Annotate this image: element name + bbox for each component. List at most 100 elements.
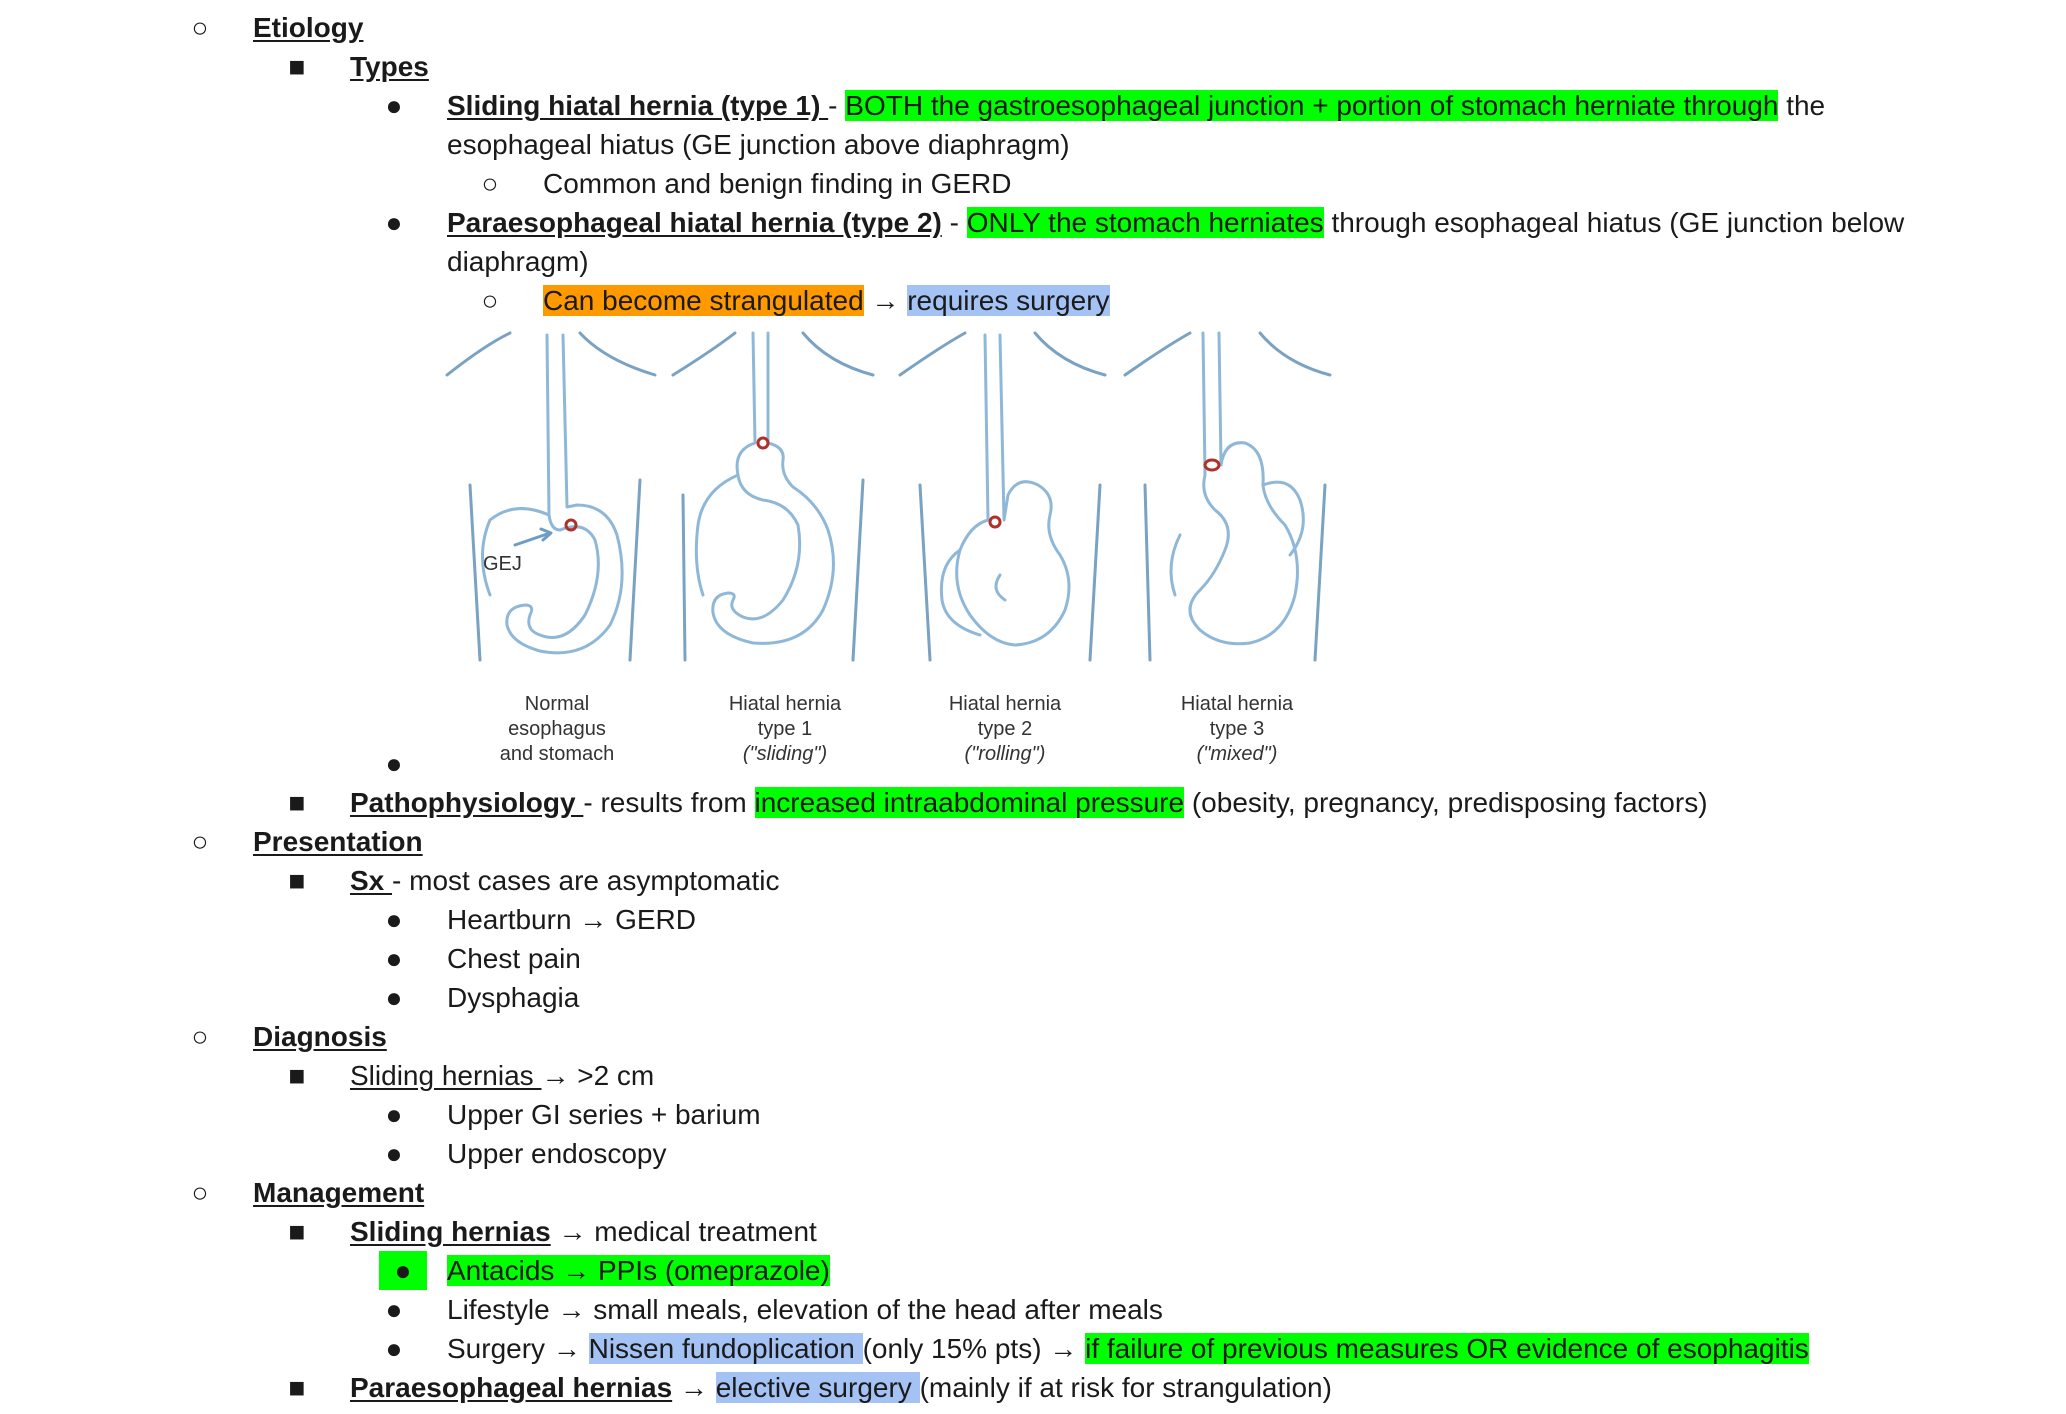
text-run: Lifestyle → small meals, elevation of th… bbox=[447, 1294, 1163, 1325]
panel-type1-sliding bbox=[671, 331, 875, 662]
text-run: Can become strangulated bbox=[543, 285, 864, 316]
list-bullet: ○ bbox=[481, 168, 499, 199]
text-run: Common and benign finding in GERD bbox=[543, 168, 1012, 199]
caption-line: type 3 bbox=[1210, 718, 1264, 740]
list-bullet: ■ bbox=[288, 51, 306, 82]
text-run: → medical treatment bbox=[550, 1216, 817, 1247]
line-text: Sliding hernias → >2 cm bbox=[350, 1056, 654, 1095]
text-run: BOTH the gastroesophageal junction + por… bbox=[845, 90, 1779, 121]
text-run: → >2 cm bbox=[541, 1060, 655, 1091]
panel-type2-rolling bbox=[898, 331, 1107, 662]
list-bullet: ● bbox=[379, 1251, 427, 1290]
text-run: the bbox=[1778, 90, 1826, 121]
text-run: through esophageal hiatus (GE junction b… bbox=[1323, 207, 1905, 238]
line-text: Paraesophageal hernias → elective surger… bbox=[350, 1368, 1332, 1407]
list-bullet: ■ bbox=[288, 1216, 306, 1247]
text-run: increased intraabdominal pressure bbox=[754, 787, 1185, 818]
list-bullet: ○ bbox=[191, 1021, 209, 1052]
line-text: Lifestyle → small meals, elevation of th… bbox=[447, 1290, 1163, 1329]
text-run: - bbox=[828, 90, 846, 121]
line-text: Surgery → Nissen fundoplication (only 15… bbox=[447, 1329, 1809, 1368]
list-bullet: ■ bbox=[288, 1372, 306, 1403]
list-bullet: ■ bbox=[288, 865, 306, 896]
text-run: Upper GI series + barium bbox=[447, 1099, 761, 1130]
gej-label: GEJ bbox=[483, 553, 522, 575]
figure-captions: Normal esophagus and stomach Hiatal hernia t… bbox=[500, 693, 1294, 765]
line-text: Sx - most cases are asymptomatic bbox=[350, 861, 779, 900]
line-text: Dysphagia bbox=[447, 978, 579, 1017]
list-bullet: ● bbox=[385, 748, 403, 779]
list-bullet: ○ bbox=[191, 12, 209, 43]
text-run: requires surgery bbox=[907, 285, 1110, 316]
text-run: Presentation bbox=[253, 826, 423, 857]
list-bullet: ● bbox=[385, 943, 403, 974]
caption-line: and stomach bbox=[500, 743, 615, 765]
text-run: Chest pain bbox=[447, 943, 581, 974]
caption-line: ("rolling") bbox=[965, 743, 1046, 765]
line-text: Upper GI series + barium bbox=[447, 1095, 761, 1134]
text-run: - results from bbox=[583, 787, 755, 818]
list-bullet: ● bbox=[385, 1294, 403, 1325]
text-run: → bbox=[863, 285, 908, 316]
text-run: Sliding hernias bbox=[350, 1216, 551, 1247]
text-run: Nissen fundoplication bbox=[588, 1333, 863, 1364]
list-bullet: ● bbox=[385, 90, 403, 121]
text-run: ONLY the stomach herniates bbox=[966, 207, 1324, 238]
text-run: esophageal hiatus (GE junction above dia… bbox=[447, 129, 1070, 160]
line-text: Paraesophageal hiatal hernia (type 2) - … bbox=[447, 203, 1904, 242]
list-bullet: ● bbox=[385, 904, 403, 935]
line-text: Sliding hernias → medical treatment bbox=[350, 1212, 817, 1251]
text-run: Management bbox=[253, 1177, 425, 1208]
line-text: Antacids → PPIs (omeprazole) bbox=[447, 1251, 830, 1290]
text-run: - most cases are asymptomatic bbox=[392, 865, 780, 896]
panel-normal: GEJ bbox=[445, 331, 657, 662]
text-run: (only 15% pts) → bbox=[862, 1333, 1086, 1364]
line-text: Presentation bbox=[253, 822, 423, 861]
list-bullet: ● bbox=[385, 1099, 403, 1130]
line-text: Diagnosis bbox=[253, 1017, 387, 1056]
list-bullet: ○ bbox=[191, 826, 209, 857]
line-text: Pathophysiology - results from increased… bbox=[350, 783, 1708, 822]
text-run: Types bbox=[350, 51, 429, 82]
text-run: diaphragm) bbox=[447, 246, 589, 277]
text-run: Sliding hernias bbox=[350, 1060, 542, 1091]
line-text: Types bbox=[350, 47, 429, 86]
text-run: (obesity, pregnancy, predisposing factor… bbox=[1184, 787, 1708, 818]
caption-line: type 2 bbox=[978, 718, 1032, 740]
text-run: elective surgery bbox=[715, 1372, 920, 1403]
line-text: Upper endoscopy bbox=[447, 1134, 666, 1173]
caption-line: esophagus bbox=[508, 718, 606, 740]
caption-line: type 1 bbox=[758, 718, 812, 740]
caption-line: Hiatal hernia bbox=[729, 693, 842, 715]
list-bullet: ■ bbox=[288, 787, 306, 818]
list-bullet: ● bbox=[385, 982, 403, 1013]
text-run: → bbox=[672, 1372, 716, 1403]
line-text: Management bbox=[253, 1173, 424, 1212]
line-text: Common and benign finding in GERD bbox=[543, 164, 1011, 203]
line-text: Chest pain bbox=[447, 939, 581, 978]
list-bullet: ○ bbox=[481, 285, 499, 316]
text-run: - bbox=[941, 207, 967, 238]
line-text: Can become strangulated → requires surge… bbox=[543, 281, 1110, 320]
caption-line: Hiatal hernia bbox=[1181, 693, 1294, 715]
text-run: Dysphagia bbox=[447, 982, 580, 1013]
list-bullet: ○ bbox=[191, 1177, 209, 1208]
list-bullet: ● bbox=[385, 1138, 403, 1169]
hiatal-hernia-figure: GEJ Normal esophagus and stomach Hiatal her… bbox=[445, 331, 1332, 765]
list-bullet: ● bbox=[385, 1333, 403, 1364]
list-bullet: ● bbox=[385, 207, 403, 238]
line-text: diaphragm) bbox=[447, 242, 589, 281]
text-run: Surgery → bbox=[447, 1333, 589, 1364]
panel-type3-mixed bbox=[1123, 331, 1332, 662]
text-run: Sx bbox=[350, 865, 393, 896]
text-run: (mainly if at risk for strangulation) bbox=[919, 1372, 1332, 1403]
text-run: Paraesophageal hernias bbox=[350, 1372, 673, 1403]
text-run: Pathophysiology bbox=[350, 787, 584, 818]
list-bullet: ■ bbox=[288, 1060, 306, 1091]
text-run: Heartburn → GERD bbox=[447, 904, 696, 935]
text-run: Etiology bbox=[253, 12, 364, 43]
caption-line: Normal bbox=[525, 693, 589, 715]
text-run: Paraesophageal hiatal hernia (type 2) bbox=[447, 207, 942, 238]
line-text: Heartburn → GERD bbox=[447, 900, 696, 939]
